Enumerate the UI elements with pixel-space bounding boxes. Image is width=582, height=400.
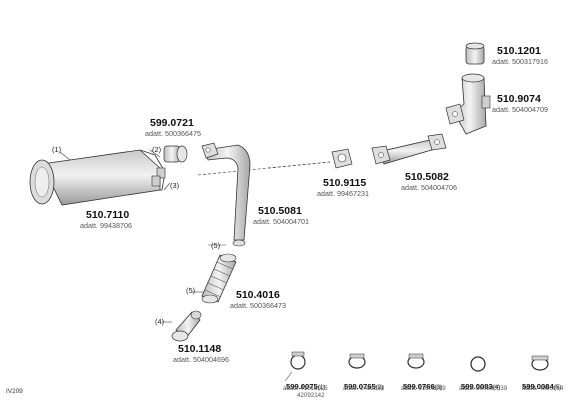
- hardware-3-number: 599.0766: [403, 382, 435, 391]
- ref-5b: (5): [186, 286, 196, 295]
- ref-5a: (5): [211, 241, 221, 250]
- ref-2: (2): [152, 145, 162, 154]
- label-510-4016-adatt: adatt. 500366473: [230, 301, 286, 310]
- hardware-4-ref: (4): [492, 384, 501, 391]
- hardware-icons: [290, 351, 549, 372]
- label-510-1201-number: 510.1201: [497, 45, 541, 57]
- hardware-1: 599.0075(1): [286, 377, 325, 393]
- label-510-1201-adatt: adatt. 500317916: [492, 57, 548, 66]
- hardware-2: 599.0765(2): [344, 377, 383, 393]
- label-599-0721-adatt: adatt. 500366475: [145, 129, 201, 138]
- hardware-5-adatt: adatt. 4853264: [522, 385, 564, 392]
- hardware-4: 599.0083(4): [461, 377, 500, 393]
- hardware-5-ref: (5): [553, 384, 562, 391]
- hardware-1-ref: (1): [317, 384, 326, 391]
- hose-clamp-icon: [290, 351, 306, 370]
- label-510-1148-adatt: adatt. 504004696: [173, 355, 229, 364]
- hardware-2-adatt: adatt. 2483398: [343, 385, 385, 392]
- label-510-9074-number: 510.9074: [497, 93, 541, 105]
- band-clamp-icon: [407, 353, 425, 369]
- pipe-510-5082: [371, 133, 447, 165]
- label-510-5081-adatt: adatt. 504004701: [253, 217, 309, 226]
- hardware-1-adatt: adatt. 41015925: [283, 385, 328, 392]
- flex-pipe-510-4016: [201, 253, 237, 304]
- label-510-9074-adatt: adatt. 504004709: [492, 105, 548, 114]
- hardware-5: 599.0084(5): [522, 377, 561, 393]
- assembly-dashed-line: [197, 161, 331, 176]
- label-510-7110-number: 510.7110: [86, 209, 130, 221]
- label-599-0721-number: 599.0721: [150, 117, 194, 129]
- hardware-4-number: 599.0083: [461, 382, 493, 391]
- hardware-3-ref: (3): [434, 384, 443, 391]
- ring-gasket-icon: [470, 356, 486, 372]
- hardware-2-ref: (2): [375, 384, 384, 391]
- tailpipe-510-1148: [171, 310, 202, 342]
- label-510-5081-number: 510.5081: [258, 205, 302, 217]
- label-510-5082-adatt: adatt. 504004706: [401, 183, 457, 192]
- saddle-clamp-icon: [531, 355, 549, 371]
- diagram-code: IV209: [6, 388, 23, 395]
- rain-cap-510-1201: [465, 42, 485, 65]
- v-clamp-icon: [348, 353, 366, 369]
- ref-3: (3): [170, 181, 180, 190]
- label-510-9115-adatt: adatt. 99467231: [317, 189, 369, 198]
- label-510-7110-adatt: adatt. 99438706: [80, 221, 132, 230]
- elbow-510-9074: [445, 73, 491, 135]
- leader-lines: [59, 149, 293, 382]
- gasket-510-9115: [331, 148, 353, 169]
- label-510-9115-number: 510.9115: [323, 177, 367, 189]
- hardware-2-number: 599.0765: [344, 382, 376, 391]
- ref-4: (4): [155, 317, 165, 326]
- pipe-510-5081: [201, 142, 251, 247]
- main-muffler: [29, 149, 166, 206]
- hardware-3: 599.0766(3): [403, 377, 442, 393]
- hardware-1-adatt2: 42092142: [297, 392, 325, 399]
- hardware-5-number: 599.0084: [522, 382, 554, 391]
- ref-1: (1): [52, 145, 62, 154]
- label-510-4016-number: 510.4016: [236, 289, 280, 301]
- hardware-3-adatt: adatt. 61605919: [401, 385, 446, 392]
- hardware-1-number: 599.0075: [286, 382, 318, 391]
- label-510-1148-number: 510.1148: [178, 343, 222, 355]
- clamp-599-0721: [163, 145, 188, 163]
- hardware-4-adatt: adatt. 500390539: [459, 385, 508, 392]
- label-510-5082-number: 510.5082: [405, 171, 449, 183]
